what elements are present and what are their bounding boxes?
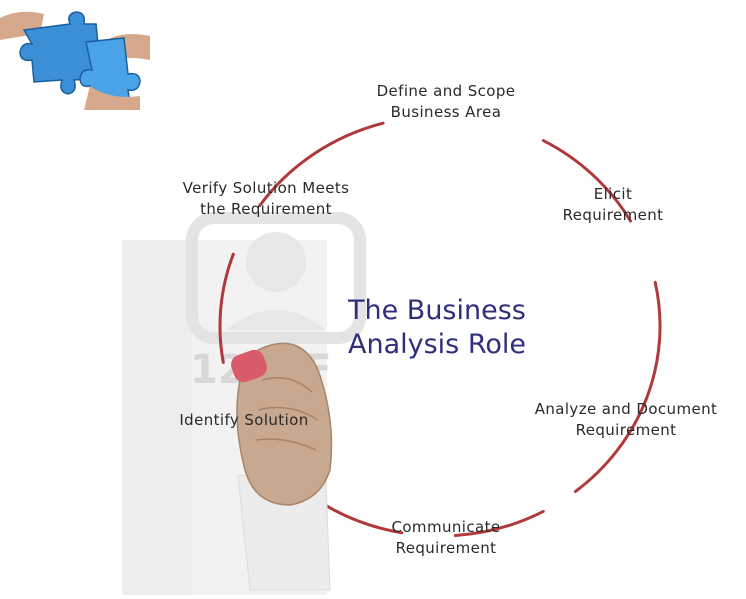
bottom-fingers [84, 86, 140, 110]
finger-line-1 [261, 377, 313, 393]
cycle-step-labels: Define and Scope Business Area Elicit Re… [179, 82, 717, 557]
center-title-line-1: The Business [347, 295, 526, 326]
step-analyze-document-line-2: Requirement [576, 421, 677, 439]
watermark-head [246, 232, 306, 292]
step-identify-solution: Identify Solution [179, 411, 308, 429]
arc-identify-to-verify [218, 252, 235, 364]
step-verify-solution-line-2: the Requirement [200, 200, 332, 218]
center-title-line-2: Analysis Role [348, 329, 526, 360]
watermark-person-icon [186, 212, 366, 344]
step-define-scope-line-1: Define and Scope [377, 82, 516, 100]
step-define-scope-line-2: Business Area [391, 103, 502, 121]
finger-line-3 [255, 438, 317, 451]
arc-define-to-elicit [541, 139, 632, 223]
step-elicit-line-1: Elicit [594, 185, 633, 203]
arc-elicit-to-analyze [573, 280, 662, 493]
watermark-body [226, 310, 326, 330]
center-title: The Business Analysis Role [347, 295, 526, 360]
step-elicit-line-2: Requirement [563, 206, 664, 224]
step-verify-solution-line-1: Verify Solution Meets [183, 179, 350, 197]
marker-tip [231, 349, 267, 383]
arc-verify-to-define [258, 121, 385, 207]
arc-analyze-to-communicate [453, 509, 545, 537]
finger-line-2 [257, 406, 319, 421]
step-analyze-document-line-1: Analyze and Document [535, 400, 718, 418]
step-communicate-line-2: Requirement [396, 539, 497, 557]
hand-shape [236, 342, 333, 506]
step-communicate-line-1: Communicate [391, 518, 500, 536]
puzzle-pieces-image [0, 0, 150, 110]
hand-with-marker-image [231, 342, 333, 591]
